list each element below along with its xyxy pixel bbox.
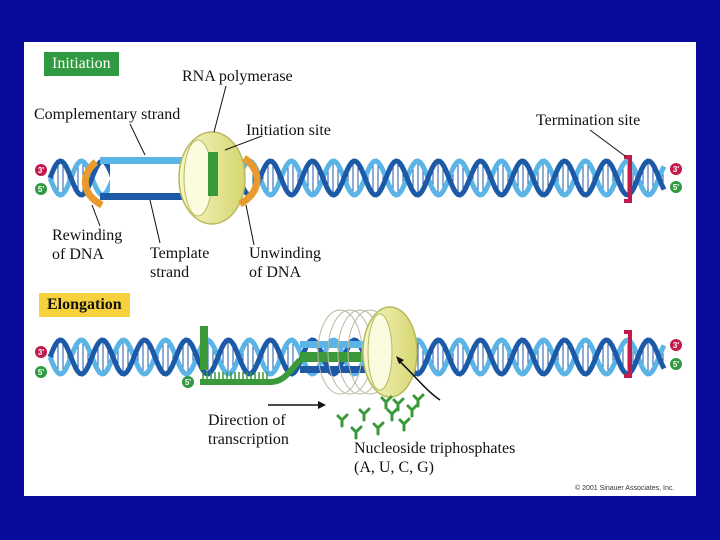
stage-elongation-badge: Elongation [39, 293, 130, 317]
label-rewinding-1: Rewinding [52, 227, 123, 244]
ntp-molecule-icon [386, 407, 399, 422]
label-direction-2: transcription [208, 431, 289, 448]
end-5prime-top-right: 5' [673, 183, 679, 192]
direction-arrowhead-icon [318, 401, 326, 409]
end-5prime-bottom-left: 5' [38, 368, 44, 377]
rna-polymerase-elongation [362, 306, 418, 398]
label-initiation-site: Initiation site [246, 122, 331, 139]
ntp-molecule-icon [358, 407, 371, 422]
ntp-molecule-icon [392, 397, 405, 412]
end-3prime-bottom-left: 3' [38, 348, 44, 357]
end-5prime-bottom-right: 5' [673, 360, 679, 369]
ntp-molecule-icon [406, 403, 419, 418]
elongation-initiation-marker [200, 326, 208, 370]
rna-transcript [200, 357, 303, 385]
termination-site-marker [624, 155, 632, 203]
ntp-molecule-icon [380, 395, 393, 410]
label-direction-1: Direction of [208, 412, 286, 429]
label-template-1: Template [150, 245, 210, 262]
ntp-molecule-icon [336, 413, 349, 428]
copyright-notice: © 2001 Sinauer Associates, Inc. [575, 485, 675, 492]
label-rna-polymerase: RNA polymerase [182, 68, 293, 85]
ntp-molecule-icon [372, 421, 385, 436]
termination-site-marker-elongation [624, 330, 632, 378]
unwinding-arrow-icon [238, 155, 261, 208]
figure-panel [24, 42, 696, 496]
ntp-molecule-icon [412, 393, 425, 408]
ntp-molecule-icon [398, 417, 411, 432]
label-template-2: strand [150, 264, 190, 281]
rna-polymerase-motion-rings [317, 309, 393, 395]
end-5prime-rna: 5' [185, 378, 191, 387]
rna-polymerase-initiation [178, 131, 246, 225]
label-unwinding-2: of DNA [249, 264, 301, 281]
rna-bases [202, 372, 268, 380]
nucleoside-triphosphates [336, 393, 425, 440]
end-markers: 3' 5' 3' 5' 3' 5' 3' 5' 5' [35, 163, 682, 388]
end-3prime-top-left: 3' [38, 166, 44, 175]
label-ntp-1: Nucleoside triphosphates [354, 440, 516, 457]
ntp-arrowhead-icon [396, 356, 404, 364]
leader-lines [91, 85, 626, 246]
end-3prime-top-right: 3' [673, 165, 679, 174]
label-termination-site: Termination site [536, 112, 641, 129]
initiation-site-marker [208, 152, 218, 196]
end-5prime-top-left: 5' [38, 185, 44, 194]
label-unwinding-1: Unwinding [249, 245, 321, 262]
label-rewinding-2: of DNA [52, 246, 104, 263]
end-3prime-bottom-right: 3' [673, 341, 679, 350]
elongation-complementary-strand [300, 341, 400, 348]
label-ntp-2: (A, U, C, G) [354, 459, 434, 476]
ntp-pointer-arrow-icon [397, 359, 441, 401]
complementary-strand [100, 157, 210, 164]
ntp-molecule-icon [350, 425, 363, 440]
stage-initiation-badge: Initiation [44, 52, 119, 76]
rna-transcript-hybrid [300, 352, 400, 362]
label-complementary-strand: Complementary strand [34, 106, 181, 123]
rewinding-arrow-icon [82, 159, 104, 209]
template-strand [100, 193, 210, 200]
